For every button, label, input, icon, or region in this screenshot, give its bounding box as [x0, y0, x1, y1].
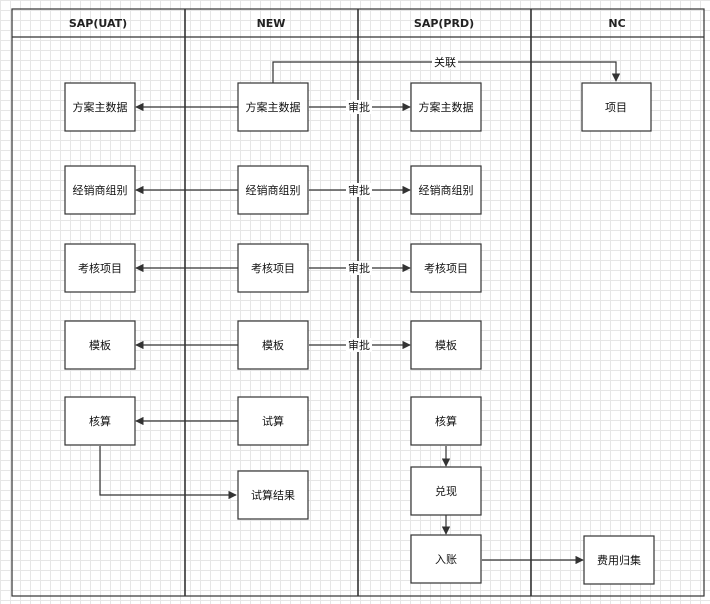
edge-label-associate: 关联 [434, 55, 456, 69]
node-new-kpi[interactable]: 考核项目 [237, 243, 309, 293]
node-prd-template[interactable]: 模板 [410, 320, 482, 370]
node-uat-kpi[interactable]: 考核项目 [64, 243, 136, 293]
node-prd-scheme[interactable]: 方案主数据 [410, 82, 482, 132]
node-label: 考核项目 [251, 261, 295, 275]
node-new-scheme[interactable]: 方案主数据 [237, 82, 309, 132]
lane-header-new: NEW [257, 17, 286, 30]
node-label: 核算 [435, 414, 457, 428]
node-new-dealer[interactable]: 经销商组别 [237, 165, 309, 215]
node-prd-redeem[interactable]: 兑现 [410, 466, 482, 516]
node-label: 入账 [435, 553, 457, 566]
node-new-template[interactable]: 模板 [237, 320, 309, 370]
node-label: 经销商组别 [246, 183, 301, 197]
node-nc-project[interactable]: 项目 [581, 82, 652, 132]
node-label: 模板 [435, 338, 457, 352]
node-label: 考核项目 [78, 261, 122, 275]
edge-label-approve: 审批 [348, 100, 370, 114]
node-label: 费用归集 [597, 553, 641, 567]
node-label: 经销商组别 [73, 183, 128, 197]
node-label: 方案主数据 [419, 100, 474, 114]
node-label: 试算结果 [251, 488, 295, 502]
node-label: 核算 [89, 414, 111, 428]
node-nc-expense[interactable]: 费用归集 [583, 535, 655, 585]
edge-label-approve: 审批 [348, 183, 370, 197]
lane-header-sap-uat: SAP(UAT) [69, 17, 127, 30]
lane-header-sap-prd: SAP(PRD) [414, 17, 474, 30]
node-uat-dealer[interactable]: 经销商组别 [64, 165, 136, 215]
node-uat-template[interactable]: 模板 [64, 320, 136, 370]
node-label: 模板 [89, 338, 111, 352]
node-prd-kpi[interactable]: 考核项目 [410, 243, 482, 293]
node-uat-accounting[interactable]: 核算 [64, 396, 136, 446]
node-new-trial-result[interactable]: 试算结果 [237, 470, 309, 520]
node-prd-posting[interactable]: 入账 [410, 534, 482, 584]
node-label: 经销商组别 [419, 183, 474, 197]
node-prd-accounting[interactable]: 核算 [410, 396, 482, 446]
node-label: 试算 [262, 414, 284, 428]
edge-label-boxes [346, 55, 458, 352]
node-prd-dealer[interactable]: 经销商组别 [410, 165, 482, 215]
node-new-trial[interactable]: 试算 [237, 396, 309, 446]
node-uat-scheme[interactable]: 方案主数据 [64, 82, 136, 132]
node-label: 考核项目 [424, 261, 468, 275]
node-label: 项目 [605, 101, 627, 114]
node-label: 兑现 [435, 484, 457, 498]
node-label: 方案主数据 [246, 100, 301, 114]
node-label: 模板 [262, 338, 284, 352]
edge-label-approve: 审批 [348, 261, 370, 275]
lane-header-nc: NC [608, 17, 625, 30]
node-label: 方案主数据 [73, 100, 128, 114]
edge-uat-accounting-to-trial-result [99, 446, 237, 500]
edge-label-approve: 审批 [348, 338, 370, 352]
